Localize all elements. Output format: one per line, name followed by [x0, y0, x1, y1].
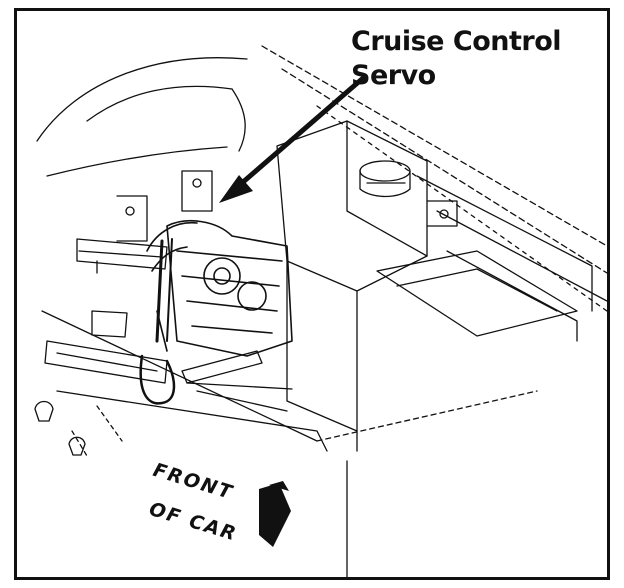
vacuum-hose — [139, 354, 176, 405]
mounting-bar — [76, 238, 168, 270]
lower-bracket — [44, 340, 168, 384]
callout-arrow — [219, 76, 365, 203]
hood-line — [261, 45, 607, 247]
fender-contour — [36, 57, 248, 142]
servo-callout-label: Cruise Control Servo — [351, 25, 562, 93]
upper-bracket — [181, 170, 213, 212]
fastener — [34, 400, 54, 422]
callout-line-2: Servo — [351, 60, 436, 91]
servo-body — [146, 220, 293, 357]
engine-bay-drawing — [34, 45, 607, 577]
diagram-frame: Cruise Control Servo FRONT OF CAR — [14, 8, 610, 580]
callout-line-1: Cruise Control — [351, 26, 562, 57]
fastener — [68, 436, 86, 456]
reservoir-cap — [359, 160, 411, 182]
battery-tray — [376, 250, 578, 337]
front-direction-arrow — [259, 483, 291, 547]
